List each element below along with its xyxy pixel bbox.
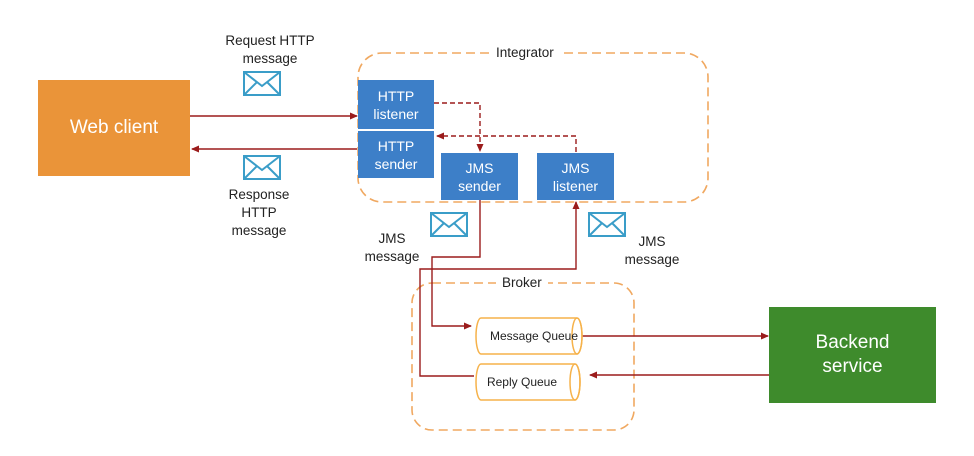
arrow-reply-queue-to-jms-listener: [419, 201, 580, 377]
request-label: Request HTTP message: [225, 33, 315, 66]
backend-service-box: Backend service: [769, 307, 936, 403]
web-client-box: Web client: [38, 80, 190, 176]
envelope-icon: [243, 71, 281, 96]
jms-message-label-left: JMS message: [364, 231, 420, 264]
jms-message-label-right: JMS message: [624, 234, 680, 267]
reply-queue: Reply Queue: [475, 363, 581, 401]
jms-listener-box: JMS listener: [537, 153, 614, 200]
jms-sender-label: JMS sender: [458, 159, 501, 194]
http-sender-box: HTTP sender: [358, 131, 434, 178]
arrow-jms-sender-to-message-queue: [431, 200, 481, 330]
integrator-title: Integrator: [490, 45, 560, 60]
message-queue-label: Message Queue: [490, 329, 578, 343]
backend-service-label: Backend service: [815, 332, 890, 377]
message-queue: Message Queue: [475, 317, 583, 355]
http-sender-label: HTTP sender: [374, 137, 418, 172]
jms-listener-label: JMS listener: [552, 159, 599, 194]
broker-group: [411, 282, 635, 431]
http-listener-label: HTTP listener: [373, 87, 419, 122]
reply-queue-label: Reply Queue: [487, 375, 557, 389]
response-label: Response HTTP message: [228, 187, 290, 238]
envelope-icon: [588, 212, 626, 237]
arrow-jms-listener-to-sender: [436, 132, 577, 152]
broker-title: Broker: [496, 275, 548, 290]
jms-sender-box: JMS sender: [441, 153, 518, 200]
envelope-icon: [243, 155, 281, 180]
arrow-listener-to-jms-sender: [434, 102, 484, 152]
envelope-icon: [430, 212, 468, 237]
web-client-label: Web client: [69, 117, 159, 138]
http-listener-box: HTTP listener: [358, 80, 434, 129]
